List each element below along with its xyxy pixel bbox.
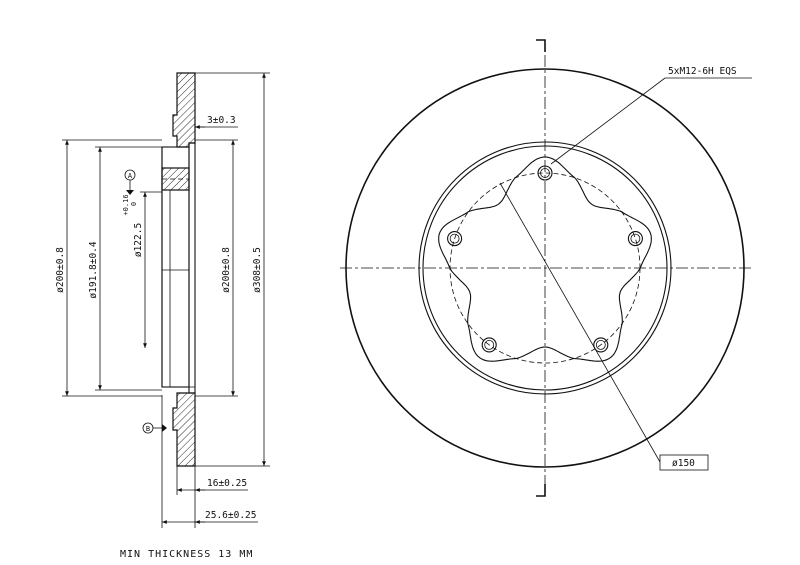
dim-thickness: 16±0.25 <box>207 478 247 489</box>
pcd-circle <box>449 172 641 364</box>
bolt-hole <box>447 231 463 247</box>
datum-b-marker: B <box>142 422 167 434</box>
datum-b-label: B <box>146 425 150 433</box>
dim-d200-left: ø200±0.8 <box>55 247 66 293</box>
dim-hat-depth: 3±0.3 <box>207 115 236 126</box>
datum-a-marker: A <box>124 169 136 195</box>
min-thickness-note: MIN THICKNESS 13 MM <box>120 549 253 560</box>
lower-friction-ring <box>172 392 196 467</box>
pcd-box <box>659 454 709 471</box>
bolt-hole <box>481 337 497 353</box>
bolt-hole-inner <box>484 339 495 350</box>
bolt-hole <box>593 337 609 353</box>
dim-d122-tol-upper: +0.16 <box>122 194 130 215</box>
bolt-pattern-leader <box>550 77 666 165</box>
hub-flange-outline <box>438 156 652 362</box>
datum-a-label: A <box>128 172 133 180</box>
bolt-hole-inner <box>630 233 641 244</box>
hat-outer-edge <box>422 145 668 391</box>
section-mark-top <box>536 39 546 52</box>
section-mark-bottom <box>536 484 546 497</box>
dim-d122-tol-lower: 0 <box>130 202 138 206</box>
dimension-lines <box>62 72 270 528</box>
upper-friction-ring <box>172 72 196 148</box>
bolt-hole-inner <box>449 233 460 244</box>
hat-wall <box>188 142 196 394</box>
dim-total-height: 25.6±0.25 <box>205 510 256 521</box>
dim-d191: ø191.8±0.4 <box>88 241 99 298</box>
bolt-hole-inner <box>540 168 550 178</box>
side-section-view: A B ø200±0.8 ø191.8±0.4 ø122.5 +0.16 0 ø… <box>55 72 270 528</box>
bolt-holes <box>447 165 643 353</box>
bolt-hole <box>537 165 553 181</box>
dim-d122: ø122.5 <box>133 223 144 257</box>
dim-d308: ø308±0.5 <box>252 247 263 293</box>
bolt-hole-inner <box>595 339 606 350</box>
pcd-label: ø150 <box>672 458 695 469</box>
friction-ring-inner-edge <box>418 141 672 395</box>
bolt-hole <box>627 231 643 247</box>
pcd-leader <box>499 182 661 463</box>
front-view: 5xM12-6H EQS ø150 <box>340 39 752 497</box>
dim-d200-right: ø200±0.8 <box>221 247 232 293</box>
bolt-pattern-label: 5xM12-6H EQS <box>668 66 737 77</box>
rotor-outer-edge <box>345 68 745 468</box>
